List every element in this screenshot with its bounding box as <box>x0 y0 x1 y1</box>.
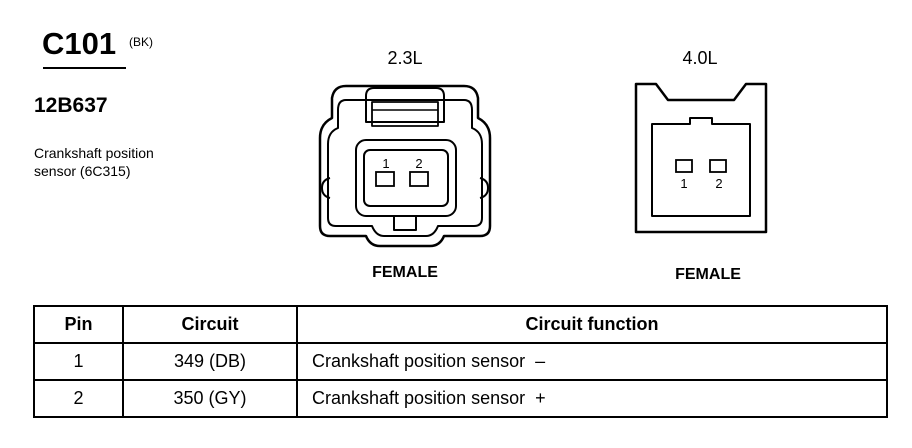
pin-label-1-2-3l: 1 <box>382 156 389 171</box>
connector-color: (BK) <box>129 35 153 49</box>
gender-label-2-3l: FEMALE <box>372 264 438 281</box>
header-circuit: Circuit <box>122 305 298 344</box>
header-circuit-function: Circuit function <box>296 305 888 344</box>
engine-label-2-3l: 2.3L <box>387 48 422 68</box>
connector-4-0l-body <box>634 82 768 234</box>
table-row: 1 349 (DB) Crankshaft position sensor – <box>33 342 888 381</box>
pin-cavity-2-2-3l <box>409 171 429 187</box>
pin-label-2-2-3l: 2 <box>415 156 422 171</box>
header-pin: Pin <box>33 305 124 344</box>
connector-2-3l-body <box>318 84 492 248</box>
connector-description: Crankshaft position sensor (6C315) <box>34 144 214 180</box>
connector-drawings: 2.3L 1 2 FEMALE 4.0L <box>318 48 768 283</box>
pin-cavity-1-4-0l <box>675 159 693 173</box>
pin-label-1-4-0l: 1 <box>680 176 687 191</box>
part-number: 12B637 <box>34 94 108 117</box>
engine-label-4-0l: 4.0L <box>682 48 717 68</box>
description-line-1: Crankshaft position <box>34 145 154 161</box>
table-header-row: Pin Circuit Circuit function <box>33 305 888 344</box>
cell-circuit-function: Crankshaft position sensor + <box>296 379 888 418</box>
cell-circuit: 350 (GY) <box>122 379 298 418</box>
connector-view-4-0l: 4.0L 1 2 FEMALE <box>634 48 768 283</box>
pin-cavity-1-2-3l <box>375 171 395 187</box>
connector-id: C101 <box>42 26 117 61</box>
gender-label-4-0l: FEMALE <box>675 266 741 283</box>
table-row: 2 350 (GY) Crankshaft position sensor + <box>33 379 888 418</box>
pin-label-2-4-0l: 2 <box>715 176 722 191</box>
cell-pin: 2 <box>33 379 124 418</box>
cell-circuit: 349 (DB) <box>122 342 298 381</box>
pin-table: Pin Circuit Circuit function 1 349 (DB) … <box>33 305 888 418</box>
cell-pin: 1 <box>33 342 124 381</box>
pin-cavity-2-4-0l <box>709 159 727 173</box>
cell-circuit-function: Crankshaft position sensor – <box>296 342 888 381</box>
description-line-2: sensor (6C315) <box>34 163 131 179</box>
connector-view-2-3l: 2.3L 1 2 FEMALE <box>318 48 492 281</box>
connector-id-underline <box>43 67 126 69</box>
